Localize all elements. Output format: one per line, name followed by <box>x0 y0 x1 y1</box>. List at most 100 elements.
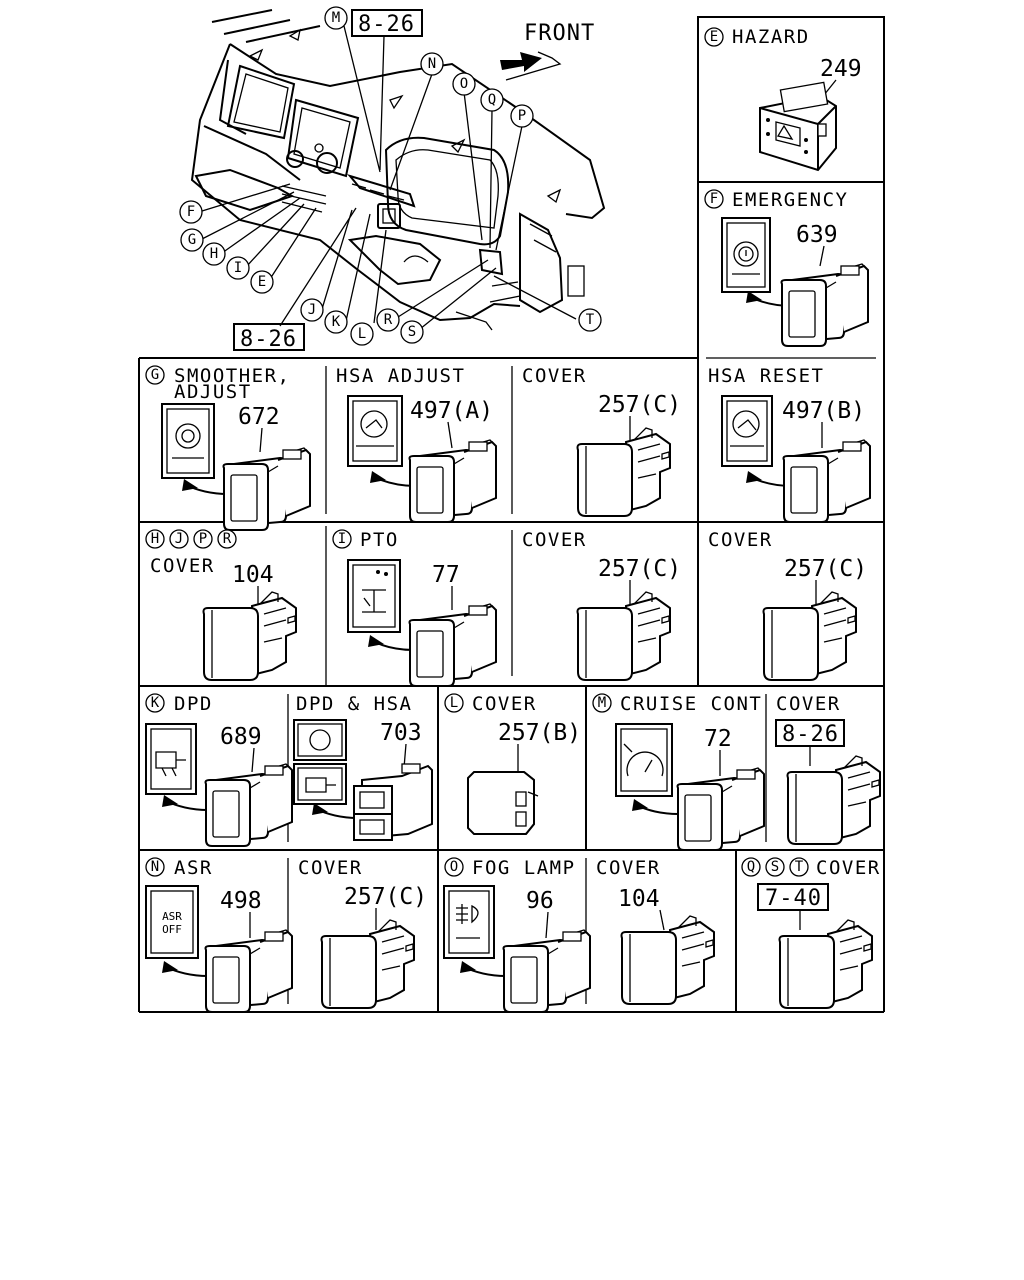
panel-title: HSA RESET <box>708 365 824 387</box>
hsa-reset-switch <box>782 439 871 523</box>
svg-text:M: M <box>332 10 340 26</box>
panel-smoother-adjust: G SMOOTHER, ADJUST 672 <box>145 365 311 531</box>
panel-hsa-reset: HSA RESET 497(B) <box>708 365 871 523</box>
panel-title: COVER <box>776 693 841 715</box>
dpd-icon-card <box>293 763 347 805</box>
emergency-switch <box>780 263 869 347</box>
svg-text:Q: Q <box>488 92 496 108</box>
svg-text:T: T <box>586 312 595 328</box>
asr-icon-text: ASR <box>162 910 182 923</box>
panel-letter: N <box>151 859 159 875</box>
panel-grid <box>138 16 885 1013</box>
cover-104 <box>202 591 297 681</box>
cover-8-26 <box>786 755 881 845</box>
part-number: 257(B) <box>498 720 581 746</box>
panel-title: SMOOTHER, <box>174 365 290 387</box>
smoother-switch <box>222 447 311 531</box>
cover-257c <box>576 427 671 517</box>
part-number: 689 <box>220 724 262 750</box>
panel-title: PTO <box>360 529 399 551</box>
part-number: 257(C) <box>344 884 427 910</box>
hsa-adjust-icon-card <box>347 395 403 467</box>
part-number: 639 <box>796 222 838 248</box>
panel-cover-hjpr: H J P R COVER 104 <box>145 529 297 681</box>
svg-text:J: J <box>175 531 183 547</box>
svg-text:S: S <box>771 859 779 875</box>
panel-title: ASR <box>174 857 213 879</box>
hsa-adjust-icon <box>360 410 388 438</box>
panel-cover-qst: Q S T COVER 7-40 <box>741 857 879 1009</box>
hsa-icon-card <box>293 719 347 761</box>
pto-icon <box>362 589 386 613</box>
svg-text:H: H <box>210 246 218 262</box>
part-number: 104 <box>232 562 274 588</box>
part-number: 257(C) <box>598 392 681 418</box>
panel-letter: M <box>598 695 606 711</box>
svg-text:T: T <box>795 859 804 875</box>
svg-text:S: S <box>408 324 416 340</box>
panel-title: DPD & HSA <box>296 693 412 715</box>
panel-letter: E <box>710 29 718 45</box>
dpd-icon-card <box>145 723 197 795</box>
pto-switch <box>408 603 497 687</box>
bottom-ref-label: 8-26 <box>240 327 297 352</box>
dpd-hsa-switch <box>353 763 433 841</box>
panel-letter: F <box>710 191 718 207</box>
panel-cover-n: COVER 257(C) <box>298 857 427 1009</box>
svg-text:K: K <box>332 314 341 330</box>
top-callouts: M N O Q P F G H I E J K L R S T <box>179 6 602 346</box>
cruise-switch <box>676 767 765 851</box>
panel-cover-f: COVER 257(C) <box>708 529 867 681</box>
panel-dpd-hsa: DPD & HSA 703 <box>293 693 433 841</box>
part-number: 703 <box>380 720 422 746</box>
svg-text:L: L <box>358 326 366 342</box>
panel-title: COVER <box>472 693 537 715</box>
ref-label: 7-40 <box>765 886 822 911</box>
cover-257c <box>576 591 671 681</box>
svg-text:P: P <box>518 108 526 124</box>
svg-text:R: R <box>223 531 232 547</box>
cover-257c <box>320 919 415 1009</box>
svg-text:I: I <box>234 260 242 276</box>
panel-hazard: E HAZARD 249 <box>704 26 862 172</box>
asr-icon-card <box>145 885 199 959</box>
panel-hsa-adjust: HSA ADJUST 497(A) <box>336 365 497 523</box>
dpd-switch <box>204 763 293 847</box>
part-number: 257(C) <box>598 556 681 582</box>
fog-icon-card <box>443 885 495 959</box>
part-number: 497(A) <box>410 398 493 424</box>
dpd-filter-icon <box>155 751 186 777</box>
speedometer-icon <box>626 751 664 777</box>
hsa-reset-icon-card <box>721 395 773 467</box>
bottom-ref-box <box>233 323 305 351</box>
part-number: 497(B) <box>782 398 865 424</box>
panel-cover-g: COVER 257(C) <box>522 365 681 517</box>
top-ref-box <box>351 9 423 37</box>
hsa-adjust-switch <box>408 439 497 523</box>
asr-switch <box>204 929 293 1013</box>
top-ref-label: 8-26 <box>358 12 415 37</box>
part-number: 249 <box>820 56 862 82</box>
panel-cruise-cont: M CRUISE CONT 72 <box>592 693 765 851</box>
cover-257b <box>467 771 539 835</box>
panel-title: DPD <box>174 693 213 715</box>
panel-cover-m: COVER 8-26 <box>775 693 881 845</box>
panel-pto: I PTO 77 <box>332 529 497 687</box>
panel-letter: K <box>151 695 160 711</box>
svg-text:H: H <box>151 531 159 547</box>
svg-text:Q: Q <box>747 859 755 875</box>
panel-asr: N ASR 498 ASR OFF <box>145 857 293 1013</box>
panel-cover-i: COVER 257(C) <box>522 529 681 681</box>
panel-emergency: F EMERGENCY 639 <box>704 189 869 347</box>
emergency-gear-icon <box>733 241 759 267</box>
panel-cover-l: L COVER 257(B) <box>444 693 581 835</box>
dashboard-illustration: FRONT 8-26 8-26 M N O Q P F G H I E J K … <box>179 6 606 352</box>
panel-letter: O <box>450 859 458 875</box>
panel-title: COVER <box>596 857 661 879</box>
panel-title-line2: ADJUST <box>174 381 252 403</box>
cover-104 <box>620 915 715 1005</box>
panel-title: FOG LAMP <box>472 857 576 879</box>
svg-text:G: G <box>188 232 196 248</box>
panel-cover-o: COVER 104 <box>596 857 715 1005</box>
